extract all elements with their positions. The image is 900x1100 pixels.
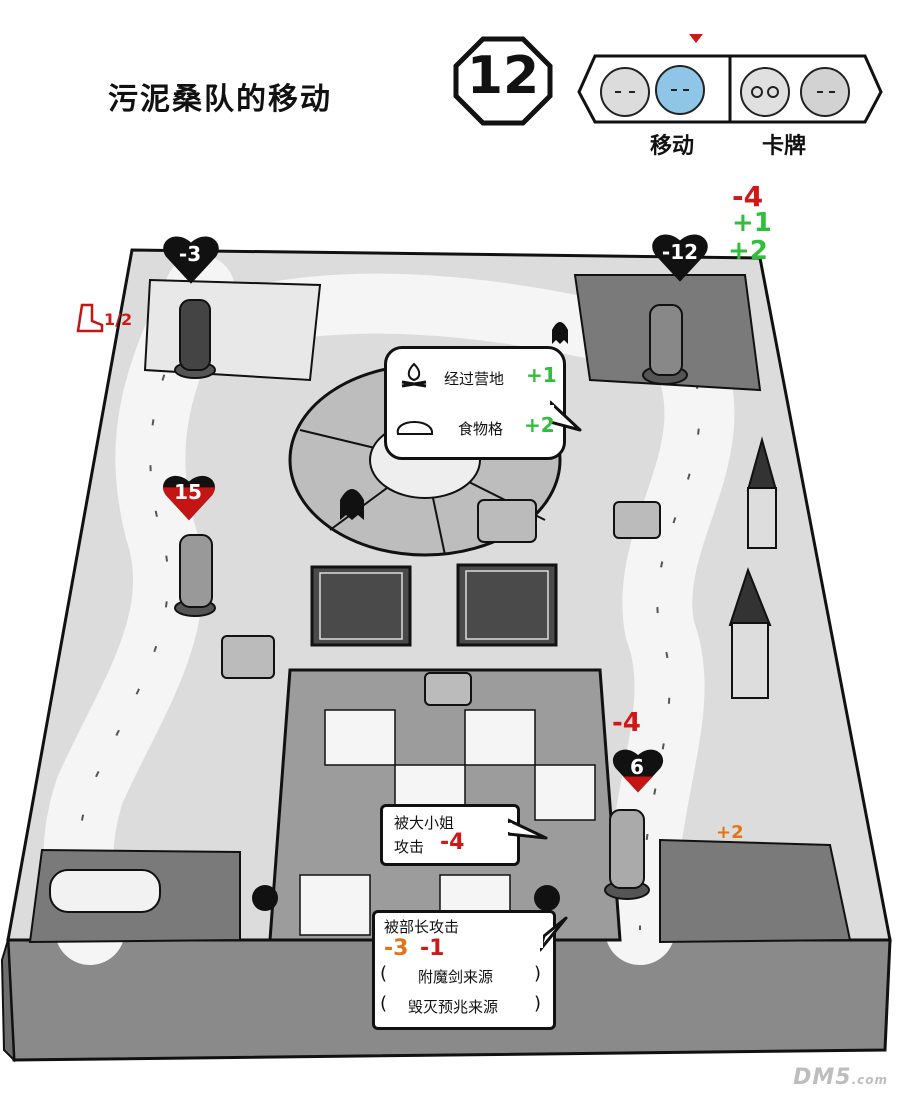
adjust-minus-bottom-right: -4 <box>612 708 641 738</box>
adjust-plus1-top-right: +1 <box>732 208 772 238</box>
attack-chief-item1: 附魔剑来源 <box>418 968 494 986</box>
card-label: 卡牌 <box>762 134 807 159</box>
food-value: +2 <box>524 413 555 437</box>
campfire-icon <box>401 362 427 388</box>
card-deck-left <box>310 565 412 647</box>
portrait-1 <box>600 67 650 117</box>
chest-left <box>221 635 275 679</box>
attack-chief-line1: 被部长攻击 <box>384 918 460 936</box>
food-label: 食物格 <box>458 420 504 438</box>
heart-icon-top-right <box>652 234 708 282</box>
attack-lady-line2: 攻击 <box>394 838 425 856</box>
camp-label: 经过营地 <box>444 370 505 388</box>
attack-chief-value2: -1 <box>420 936 445 961</box>
portrait-3 <box>740 67 790 117</box>
hp-bottom-right: 6 <box>630 755 644 779</box>
attack-lady-value: -4 <box>440 830 465 855</box>
turn-badge <box>453 36 553 126</box>
page-title: 污泥桑队的移动 <box>108 82 332 117</box>
attack-lady-line1: 被大小姐 <box>394 814 455 832</box>
chest-right <box>613 501 661 539</box>
heart-icon-top-left <box>163 236 219 284</box>
hp-change-top-left: -3 <box>178 242 202 266</box>
figure-left-middle <box>179 534 213 608</box>
figure-top-left <box>179 299 211 371</box>
figure-bottom-right <box>609 809 645 889</box>
chest-bottom <box>424 672 472 706</box>
turn-number: 12 <box>466 46 540 106</box>
attack-chief-item2: 毁灭预兆来源 <box>408 998 499 1016</box>
adjust-plus-bottom-right: +2 <box>716 822 744 843</box>
game-board <box>0 248 892 1063</box>
attack-bubble-chief <box>372 910 556 1030</box>
bread-icon <box>396 421 433 435</box>
turn-order-bar <box>577 34 883 124</box>
boot-icon <box>76 303 104 333</box>
adjust-plus2-top-right: +2 <box>728 236 768 266</box>
chest-center <box>477 499 537 543</box>
portrait-2 <box>655 65 705 115</box>
hp-change-top-right: -12 <box>661 240 699 264</box>
watermark: DM5.com <box>793 1065 888 1090</box>
card-deck-right <box>456 563 558 647</box>
attack-chief-value1: -3 <box>384 936 409 961</box>
ghost-icon <box>340 489 364 520</box>
portrait-4 <box>800 67 850 117</box>
steps-top-left: 1/2 <box>104 310 133 329</box>
move-label: 移动 <box>650 134 695 159</box>
adjust-minus-top-right: -4 <box>732 180 764 213</box>
heart-icon-left-middle <box>162 475 216 521</box>
camp-value: +1 <box>526 363 557 387</box>
scroll-icon <box>49 869 161 913</box>
hp-left-middle: 15 <box>174 480 202 504</box>
heart-icon-bottom-right <box>612 749 664 793</box>
figure-top-right <box>649 304 683 376</box>
